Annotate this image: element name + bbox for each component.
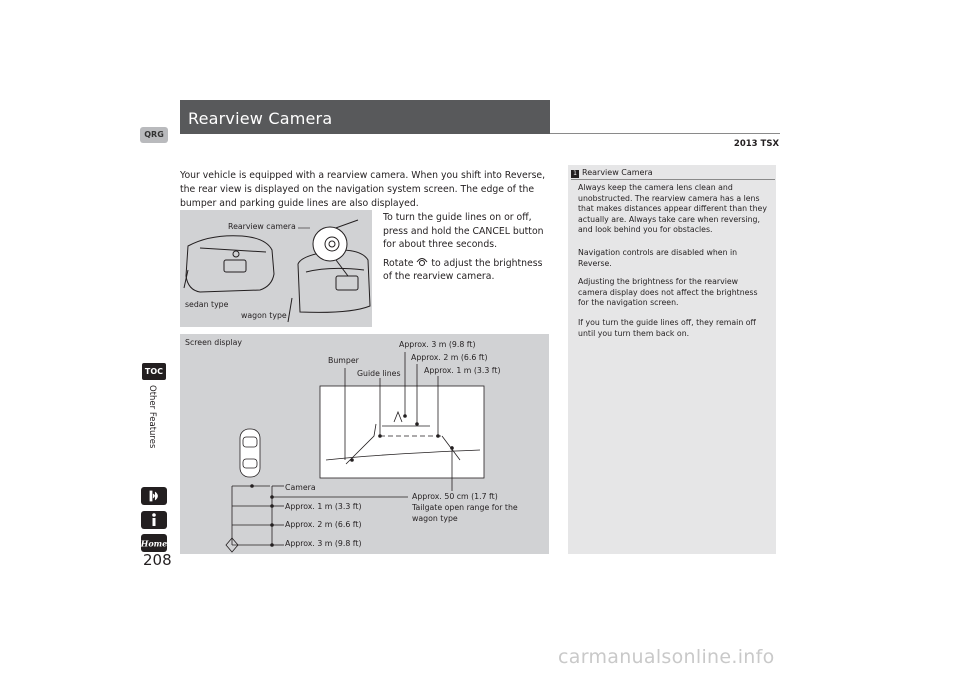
label-wagon-type: wagon type xyxy=(241,311,287,320)
intro-paragraph: Your vehicle is equipped with a rearview… xyxy=(180,170,546,209)
page-number: 208 xyxy=(143,551,172,569)
label-tailgate-1: Tailgate open range for the xyxy=(412,503,518,512)
sidebar-rule xyxy=(571,179,775,180)
label-bumper: Bumper xyxy=(328,356,359,365)
info-icon xyxy=(152,513,156,526)
home-icon: Home xyxy=(140,539,167,549)
sidebar-paragraph-3: Adjusting the brightness for the rearvie… xyxy=(578,277,758,307)
label-camera: Camera xyxy=(285,483,316,492)
procedure-text: To turn the guide lines on or off, press… xyxy=(383,211,551,284)
label-approx-3m: Approx. 3 m (9.8 ft) xyxy=(285,539,362,548)
label-approx-3m-top: Approx. 3 m (9.8 ft) xyxy=(399,340,476,349)
label-approx-50cm: Approx. 50 cm (1.7 ft) xyxy=(412,492,498,501)
title-bar: Rearview Camera xyxy=(180,100,550,134)
label-tailgate-2: wagon type xyxy=(412,514,458,523)
label-sedan-type: sedan type xyxy=(185,300,229,309)
note-marker-icon: 1 xyxy=(571,170,579,178)
procedure-brightness-post: to adjust the brightness of the rearview… xyxy=(383,257,543,283)
qrg-button[interactable]: QRG xyxy=(140,127,168,143)
procedure-brightness: Rotate to adjust the brightness of the r… xyxy=(383,256,551,284)
toc-button[interactable]: TOC xyxy=(142,363,166,380)
label-approx-1m: Approx. 1 m (3.3 ft) xyxy=(285,502,362,511)
home-icon-text: Home xyxy=(141,539,167,549)
watermark: carmanualsonline.info xyxy=(558,646,775,668)
label-rearview-camera: Rearview camera xyxy=(228,222,296,231)
home-button[interactable]: Home xyxy=(140,534,167,552)
section-label: Other Features xyxy=(147,385,157,449)
label-approx-2m: Approx. 2 m (6.6 ft) xyxy=(285,520,362,529)
label-screen-display: Screen display xyxy=(185,338,242,347)
header-rule xyxy=(550,133,780,134)
label-guide-lines: Guide lines xyxy=(357,369,401,378)
voice-command-icon xyxy=(149,490,158,502)
figure-screen-display: Screen display Bumper Guide lines Approx… xyxy=(180,334,549,554)
cars-illustration xyxy=(183,219,371,323)
sidebar-paragraph-1: Always keep the camera lens clean and un… xyxy=(578,183,767,234)
sidebar-heading-text: Rearview Camera xyxy=(582,168,653,177)
page-title: Rearview Camera xyxy=(188,109,333,128)
label-approx-1m-top: Approx. 1 m (3.3 ft) xyxy=(424,366,501,375)
screen-display-diagram xyxy=(225,352,485,553)
voice-command-button[interactable] xyxy=(141,487,167,505)
figure-rearview-camera-location: Rearview camera sedan type wagon type xyxy=(180,210,372,327)
procedure-brightness-pre: Rotate xyxy=(383,257,414,269)
model-label: 2013 TSX xyxy=(733,139,779,149)
info-button[interactable] xyxy=(141,511,167,529)
interface-dial-icon xyxy=(416,257,428,266)
sidebar-paragraph-4: If you turn the guide lines off, they re… xyxy=(578,318,756,338)
sidebar-paragraph-2: Navigation controls are disabled when in… xyxy=(578,248,738,268)
procedure-guide-lines: To turn the guide lines on or off, press… xyxy=(383,212,544,250)
label-approx-2m-top: Approx. 2 m (6.6 ft) xyxy=(411,353,488,362)
